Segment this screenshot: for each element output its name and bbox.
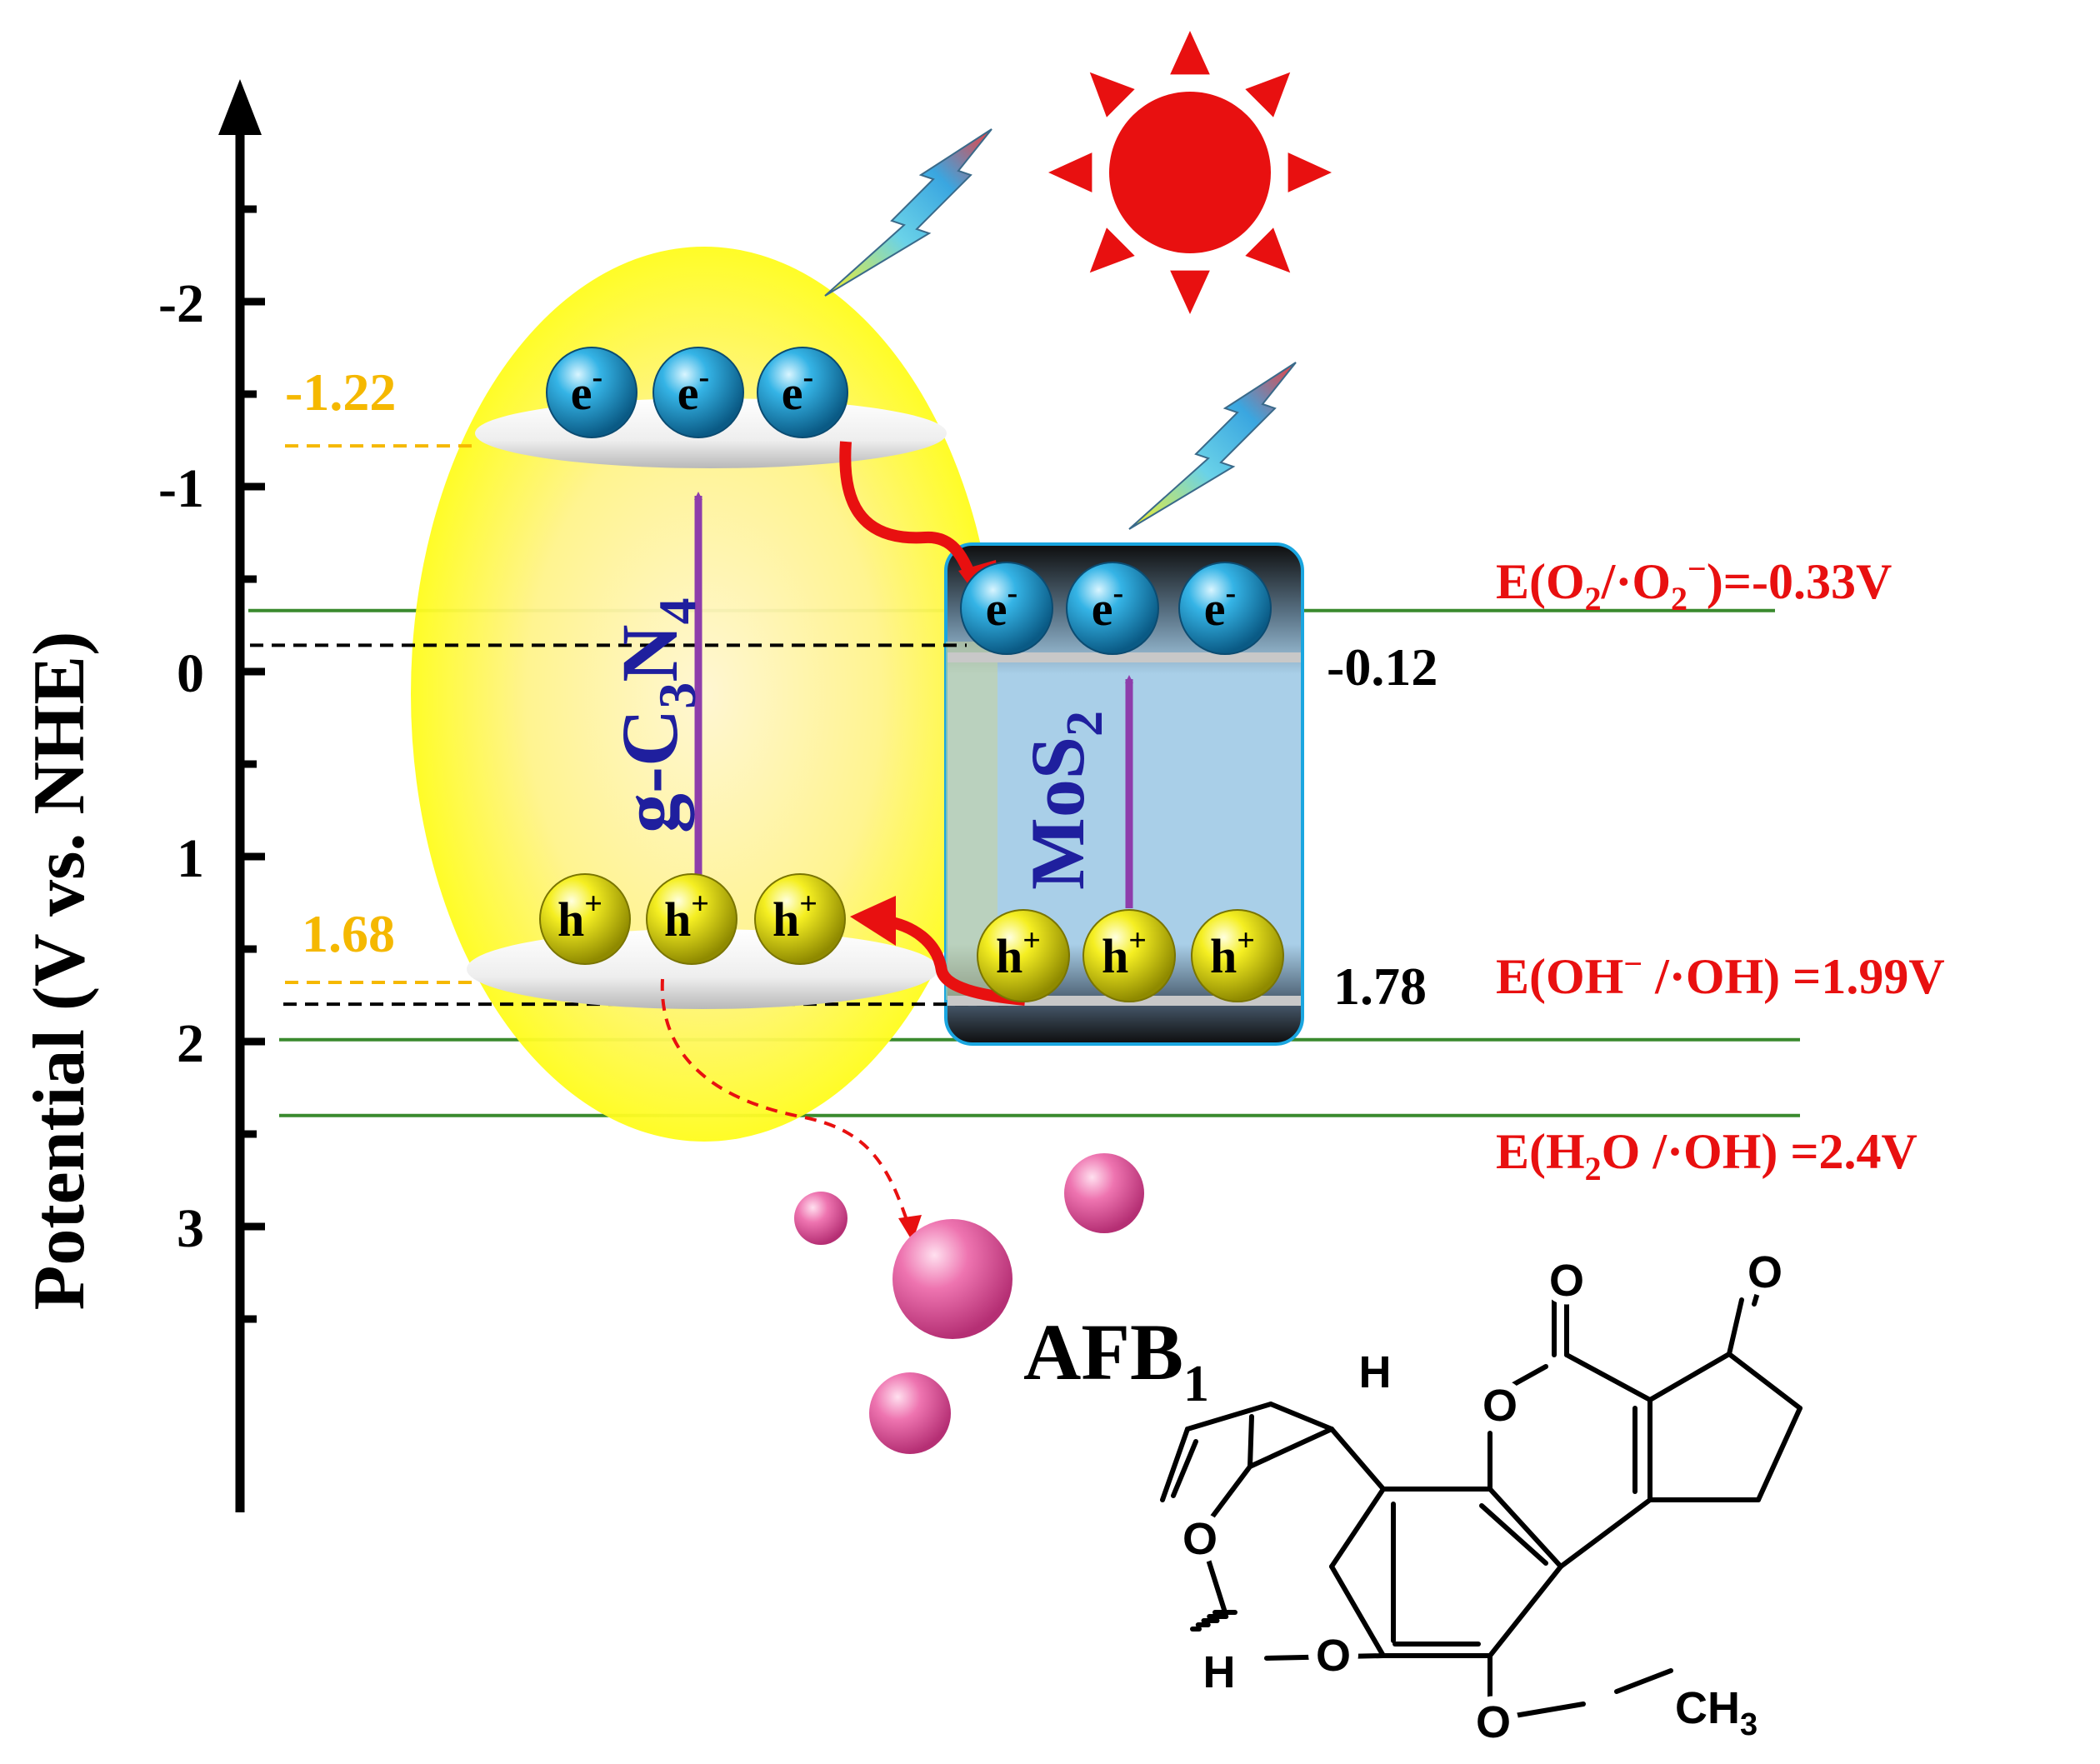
bond: [1268, 1402, 1334, 1432]
atom-label: O: [1748, 1247, 1782, 1297]
afb1-structure: O O O O O O H H CH3: [1160, 1246, 1802, 1747]
electron-ball: e-: [1066, 562, 1159, 655]
svg-text:e-: e-: [1092, 576, 1123, 636]
bond: [1329, 1487, 1386, 1569]
degradation-arrow: [660, 978, 910, 1226]
axis-arrowhead-icon: [218, 79, 262, 135]
mos2-vb-value: 1.78: [1333, 957, 1427, 1016]
bond: [1648, 1352, 1732, 1402]
sun-icon: [1048, 31, 1332, 314]
svg-text:e-: e-: [1204, 576, 1236, 636]
bond: [1727, 1297, 1744, 1357]
bond: [1185, 1402, 1273, 1432]
bond: [1558, 1497, 1652, 1569]
gcn-cb-value: -1.22: [285, 362, 396, 422]
dashed-levels: [250, 444, 1008, 1007]
axis-tick-label: 1: [177, 828, 204, 889]
bond: [1479, 1503, 1548, 1566]
redox-oh-label: E(OH− /·OH) =1.99V: [1496, 945, 1945, 1004]
degradation-arrowhead: [898, 1215, 922, 1242]
atom-label: H: [1203, 1647, 1236, 1697]
hole-ball: h+: [1191, 909, 1284, 1002]
axis-label: Potential (V vs. NHE): [19, 632, 100, 1311]
light-bolt-icon: [824, 128, 992, 297]
mos2-cb-value: -0.12: [1327, 637, 1438, 697]
pollutant-sphere: [869, 1372, 951, 1454]
svg-text:h+: h+: [1102, 923, 1147, 983]
redox-o2-label: E(O2/·O2−)=-0.33V: [1496, 550, 1892, 617]
bond: [1508, 1702, 1586, 1719]
hole-ball: h+: [646, 873, 738, 965]
bond: [1248, 1414, 1254, 1469]
atom-label: O: [1482, 1381, 1518, 1431]
svg-text:h+: h+: [996, 923, 1041, 983]
svg-text:e-: e-: [782, 360, 813, 420]
axis-tick-label: 0: [177, 643, 204, 704]
bond: [1329, 1564, 1386, 1658]
hole-transfer-arrow: [882, 915, 1026, 1006]
bond: [1488, 1487, 1563, 1569]
atom-label: O: [1316, 1631, 1351, 1681]
bond: [1564, 1352, 1652, 1402]
svg-text:h+: h+: [664, 887, 709, 947]
pollutant-sphere: [1064, 1153, 1144, 1233]
bond: [1160, 1427, 1190, 1502]
atom-label: H: [1359, 1347, 1392, 1397]
charge-carriers: e-e-e-h+ h+ h+ e-e-e-h+ h+ h+: [539, 347, 1284, 1002]
svg-text:e-: e-: [678, 360, 709, 420]
gcn-vb-value: 1.68: [302, 904, 395, 963]
svg-text:e-: e-: [986, 576, 1018, 636]
svg-text:h+: h+: [1210, 923, 1255, 983]
electron-ball: e-: [652, 347, 744, 438]
potential-axis: -2 -1 0 1 2 3: [158, 79, 265, 1512]
pollutant-label: AFB1: [1023, 1307, 1209, 1412]
bond: [1506, 1364, 1548, 1390]
bond: [1756, 1406, 1802, 1502]
electron-ball: e-: [960, 562, 1053, 655]
methyl-label: CH3: [1675, 1683, 1758, 1742]
atom-label: O: [1549, 1256, 1584, 1306]
axis-tick-label: 3: [177, 1198, 204, 1259]
bond: [1248, 1427, 1334, 1469]
hole-ball: h+: [754, 873, 846, 965]
pollutant-sphere: [794, 1192, 848, 1245]
mos2-label: MoS2: [1015, 711, 1113, 890]
light-bolt-icon: [1128, 362, 1297, 530]
axis-tick-label: 2: [177, 1013, 204, 1074]
redox-h2o-label: E(H2O /·OH) =2.4V: [1496, 1124, 1918, 1187]
bond: [1171, 1439, 1198, 1498]
hole-ball: h+: [539, 873, 631, 965]
svg-text:h+: h+: [772, 887, 818, 947]
electron-ball: e-: [1178, 562, 1272, 655]
hole-ball: h+: [977, 909, 1070, 1002]
axis-tick-label: -1: [158, 458, 204, 519]
hole-ball: h+: [1082, 909, 1176, 1002]
atom-label: O: [1476, 1697, 1511, 1747]
gcn-label: g-C3N4: [605, 597, 707, 833]
axis-tick-label: -2: [158, 273, 204, 334]
electron-ball: e-: [757, 347, 848, 438]
svg-text:h+: h+: [558, 887, 602, 947]
electron-transfer-arrow: [839, 441, 984, 596]
svg-text:e-: e-: [571, 360, 602, 420]
bond: [1727, 1352, 1802, 1411]
bond: [1488, 1564, 1563, 1658]
electron-ball: e-: [546, 347, 638, 438]
bond: [1614, 1668, 1673, 1694]
hole-transfer-arrowhead: [850, 896, 896, 946]
atom-label: O: [1182, 1514, 1218, 1564]
pollutant-sphere: [892, 1219, 1012, 1339]
bond: [1329, 1427, 1386, 1492]
mos2-cb-strip: [948, 652, 1301, 662]
